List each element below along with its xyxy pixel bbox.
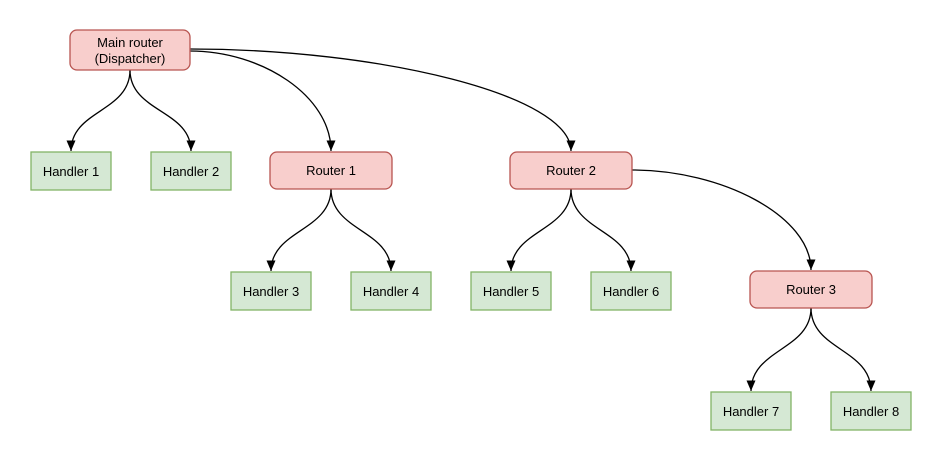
handler-7-label: Handler 7: [723, 404, 779, 419]
edge-main-to-router1: [189, 50, 336, 152]
node-main-router: Main router (Dispatcher): [69, 29, 191, 71]
router-2-box: [509, 151, 633, 190]
node-router-2: Router 2: [509, 151, 633, 190]
node-handler-7: Handler 7: [710, 391, 792, 431]
main-router-box: [69, 29, 191, 71]
edge-router2-to-router3: [631, 169, 816, 271]
main-router-label-line2: (Dispatcher): [95, 51, 166, 66]
handler-5-label: Handler 5: [483, 284, 539, 299]
edge-router3-to-handler8: [810, 307, 876, 392]
nodes-layer: Main router (Dispatcher) Handler 1 Handl…: [30, 29, 912, 431]
router-3-label: Router 3: [786, 282, 836, 297]
edge-main-to-router2: [189, 48, 576, 152]
router-2-label: Router 2: [546, 163, 596, 178]
node-handler-4: Handler 4: [350, 271, 432, 311]
handler-1-box: [30, 151, 112, 191]
handler-3-label: Handler 3: [243, 284, 299, 299]
node-handler-1: Handler 1: [30, 151, 112, 191]
handler-6-label: Handler 6: [603, 284, 659, 299]
router-1-box: [269, 151, 393, 190]
handler-7-box: [710, 391, 792, 431]
handler-6-box: [590, 271, 672, 311]
node-router-3: Router 3: [749, 270, 873, 309]
handler-8-box: [830, 391, 912, 431]
handler-8-label: Handler 8: [843, 404, 899, 419]
router-3-box: [749, 270, 873, 309]
handler-4-label: Handler 4: [363, 284, 419, 299]
node-handler-2: Handler 2: [150, 151, 232, 191]
handler-4-box: [350, 271, 432, 311]
edges-layer: [66, 48, 876, 392]
edge-router1-to-handler3: [266, 188, 332, 272]
handler-2-box: [150, 151, 232, 191]
node-handler-3: Handler 3: [230, 271, 312, 311]
node-handler-6: Handler 6: [590, 271, 672, 311]
router-1-label: Router 1: [306, 163, 356, 178]
handler-3-box: [230, 271, 312, 311]
node-router-1: Router 1: [269, 151, 393, 190]
main-router-label-line1: Main router: [97, 35, 163, 50]
node-handler-8: Handler 8: [830, 391, 912, 431]
edge-main-to-handler2: [129, 69, 196, 152]
handler-2-label: Handler 2: [163, 164, 219, 179]
handler-1-label: Handler 1: [43, 164, 99, 179]
edge-router3-to-handler7: [746, 307, 812, 392]
handler-5-box: [470, 271, 552, 311]
edge-router1-to-handler4: [330, 188, 396, 272]
edge-main-to-handler1: [66, 69, 131, 152]
node-handler-5: Handler 5: [470, 271, 552, 311]
edge-router2-to-handler5: [506, 188, 572, 272]
edge-router2-to-handler6: [570, 188, 636, 272]
